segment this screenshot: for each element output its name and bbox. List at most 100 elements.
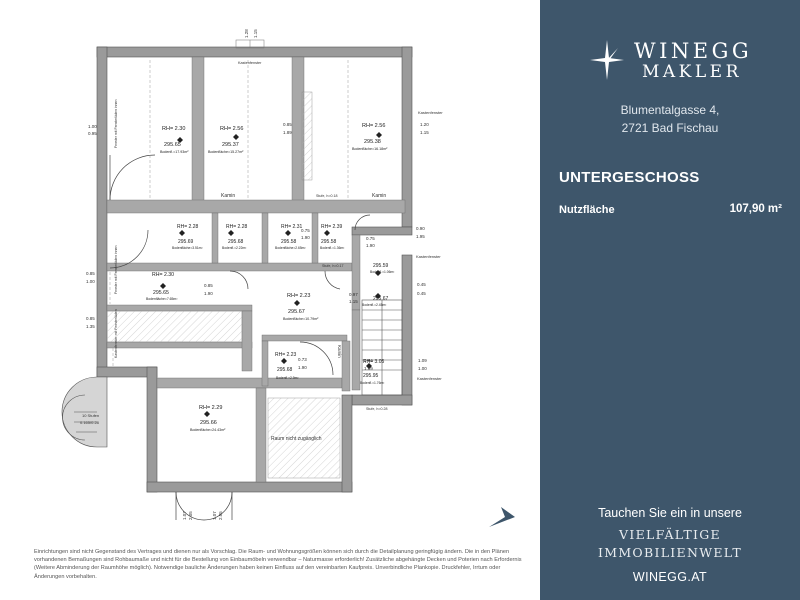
cta-line1: Tauchen Sie ein in unsere [598,506,742,520]
svg-text:1.20: 1.20 [420,122,429,127]
svg-text:1.15: 1.15 [349,299,358,304]
kastenfenster-label: Kastenfenster [418,110,443,115]
interior-walls [106,56,406,483]
kastenfenster-label: Kastenfenster [417,376,442,381]
outer-walls [96,46,413,493]
room-level: 295.66 [200,420,217,426]
svg-text:0.85: 0.85 [86,271,95,276]
room-rh: RH= 2.30 [152,272,174,278]
svg-text:1.00: 1.00 [86,279,95,284]
room-area: Bodenfl.=2.9m² [276,376,299,380]
svg-text:0.85: 0.85 [283,122,292,127]
area-label: Nutzfläche [559,204,615,216]
svg-text:1.07: 1.07 [182,511,187,520]
svg-text:0.90: 0.90 [416,226,425,231]
kastenfenster-label: Kastenfenster [238,61,262,65]
svg-text:1.90: 1.90 [301,235,310,240]
fenster-label: Kastenfenster mit Fensterläden [114,309,118,358]
room-rh: RH= 2.29 [199,405,222,411]
room-rh: RH= 2.28 [226,224,247,230]
room-level: 295.68 [277,367,293,373]
room-rh: RH= 2.23 [287,293,310,299]
room-area: Bodenfläche=2.65m² [275,246,306,250]
svg-text:0.45: 0.45 [417,282,426,287]
room-rh: RH= 2.30 [162,126,185,132]
room-level: 295.65 [164,142,181,148]
raum-nicht-zugaenglich-label: Raum nicht zugänglich [271,436,322,442]
svg-text:0.85: 0.85 [204,283,213,288]
light-shaft [235,39,265,49]
svg-text:1.90: 1.90 [366,243,375,248]
svg-text:1.15: 1.15 [253,29,258,38]
ceiling-beams [109,60,349,366]
stufe-label: Stufe, h=0.18 [316,194,337,198]
room-area: Bodenfläche=10.79m² [283,317,319,321]
address-street: Blumentalgasse 4, [620,103,720,117]
room-level: 295.67 [288,309,305,315]
room-rh: RH= 2.31 [281,224,302,230]
svg-text:1.28: 1.28 [244,29,249,38]
room-rh: RH= 2.23 [275,352,296,358]
room-rh: RH= 2.56 [220,126,243,132]
room-level: 295.69 [178,239,194,245]
svg-text:1.00: 1.00 [88,124,97,129]
room-level: 295.68 [228,239,244,245]
room-area: Bodenfläche=16.18m² [352,147,388,151]
room-area: Bodenfl.=2.22m² [222,246,247,250]
svg-text:0.75: 0.75 [366,236,375,241]
room-area: Bodenfl.=1.36m² [320,246,345,250]
room-labels: RH= 2.30 295.65 Bodenfl.=17.93m² RH= 2.5… [146,123,395,432]
stufen-label: 10 Stufen [82,413,99,418]
stufe-label: Stufe, h=0.28 [366,407,387,411]
room-level: 295.58 [281,239,297,245]
room-level: 295.59 [373,263,389,269]
room-area: Bodenfläche=15.27m² [208,150,244,154]
room-level: 295.95 [363,373,379,379]
room-area: Bodenfl.=17.93m² [160,150,189,154]
svg-text:1.95: 1.95 [416,234,425,239]
room-area: Bodenfläche=3.51m² [172,246,203,250]
star-compass-icon [590,40,624,80]
staircase-right [361,299,403,396]
room-level: 295.65 [153,290,169,296]
svg-text:1.07: 1.07 [212,511,217,520]
staircase-left [61,376,108,448]
area-value: 107,90 m² [729,203,782,215]
svg-text:1.90: 1.90 [298,365,307,370]
svg-text:0.84: 0.84 [364,358,373,363]
svg-text:1.90: 1.90 [204,291,213,296]
svg-text:1.15: 1.15 [420,130,429,135]
svg-text:1.00: 1.00 [418,366,427,371]
stufen-dim-label: 0.165/0.28 [80,420,100,425]
disclaimer-text: Einrichtungen sind nicht Gegenstand des … [34,549,522,580]
kamin-label: Kamin [372,193,386,199]
room-area: Bodenfl.=2.45m² [362,303,387,307]
website-link[interactable]: WINEGG.AT [632,570,708,584]
svg-text:0.75: 0.75 [301,228,310,233]
info-panel: WINEGG MAKLER Blumentalgasse 4, 2721 Bad… [540,0,800,600]
kastenfenster-label: Kastenfenster [416,254,441,259]
kamin-label: Kamin [221,193,235,199]
address-city: 2721 Bad Fischau [621,121,719,135]
svg-text:0.73: 0.73 [298,357,307,362]
room-markers [160,132,382,417]
svg-text:1.89: 1.89 [283,130,292,135]
room-area: Bodenfläche=7.65m² [146,297,178,301]
dimension-labels: 1.00 0.95 0.85 1.89 1.20 1.15 0.90 1.95 … [86,29,429,520]
floor-plan: RH= 2.30 295.65 Bodenfl.=17.93m² RH= 2.5… [61,29,443,521]
room-level: 295.67 [373,296,389,302]
hatched-areas [106,91,341,479]
stufe-label: Stufe, h=0.17 [322,264,343,268]
svg-text:0.85: 0.85 [86,316,95,321]
room-level: 295.58 [321,239,337,245]
fenster-label: Fenster mit Fensterläden innen [114,100,118,148]
svg-text:1.35: 1.35 [86,324,95,329]
cta-line2: VIELFÄLTIGE [619,527,721,542]
north-arrow-icon [489,507,515,527]
svg-text:2.05: 2.05 [188,511,193,520]
room-rh: RH= 2.56 [362,123,385,129]
floor-title: UNTERGESCHOSS [559,169,700,186]
room-rh: RH= 3.05 [363,359,384,365]
room-rh: RH= 2.28 [177,224,198,230]
svg-text:1.89: 1.89 [364,366,373,371]
